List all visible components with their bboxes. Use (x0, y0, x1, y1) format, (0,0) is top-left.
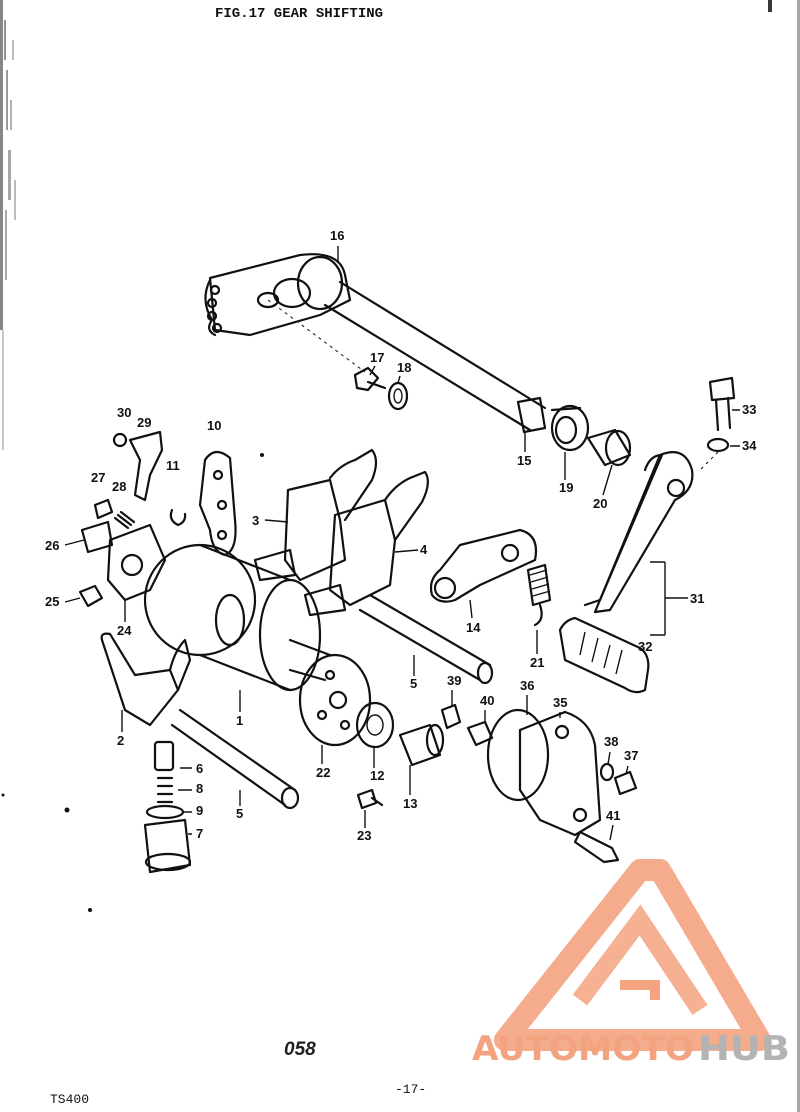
gasket-36 (486, 708, 550, 802)
handwritten-number: 058 (284, 1039, 316, 1060)
callout-6: 6 (196, 761, 203, 776)
cover-35 (518, 710, 602, 837)
callout-31: 31 (690, 591, 704, 606)
callout-21: 21 (530, 655, 544, 670)
callout-13: 13 (403, 796, 417, 811)
stopper-29 (128, 430, 164, 502)
callout-5-upper: 5 (410, 676, 417, 691)
watermark-text-hub: HUB (698, 1029, 790, 1069)
callout-25: 25 (45, 594, 59, 609)
callout-30: 30 (117, 405, 131, 420)
spring-28 (113, 510, 136, 530)
cam-plate-22 (298, 653, 372, 747)
gearshift-cam-1 (143, 543, 332, 692)
bolt-25 (78, 584, 104, 608)
gearshift-arm-stopper-14 (429, 528, 538, 603)
callout-24: 24 (117, 623, 132, 638)
callout-19: 19 (559, 480, 573, 495)
fork-shaft-5-lower (170, 708, 300, 810)
gearshift-shaft-16 (204, 253, 547, 434)
callout-29: 29 (137, 415, 151, 430)
cam-stopper-24 (106, 523, 167, 602)
model-label: TS400 (50, 1092, 89, 1107)
screw-23 (356, 788, 384, 810)
callout-26: 26 (45, 538, 59, 553)
callout-17: 17 (370, 350, 384, 365)
callout-14: 14 (466, 620, 481, 635)
watermark-text-automoto: AUTOMOTO (472, 1029, 694, 1069)
washer-12 (355, 701, 395, 749)
screw-37 (613, 770, 638, 796)
callout-10: 10 (207, 418, 221, 433)
callout-3: 3 (252, 513, 259, 528)
callout-22: 22 (316, 765, 330, 780)
washer-38 (599, 762, 615, 782)
callout-28: 28 (112, 479, 126, 494)
callout-41: 41 (606, 808, 620, 823)
oil-seal-19 (550, 404, 590, 452)
screw-30 (112, 432, 128, 448)
callout-27: 27 (91, 470, 105, 485)
callout-16: 16 (330, 228, 344, 243)
stopper-plate-10 (198, 450, 237, 557)
washer-18 (387, 381, 409, 411)
return-spring-21 (526, 563, 552, 627)
callout-labels: 16 17 18 15 19 20 33 34 31 32 30 29 10 1… (45, 228, 757, 843)
callout-2: 2 (117, 733, 124, 748)
gearshift-lever-31 (558, 451, 694, 694)
callout-40: 40 (480, 693, 494, 708)
callout-5-lower: 5 (236, 806, 243, 821)
o-ring-9 (145, 804, 185, 820)
callout-35: 35 (553, 695, 567, 710)
callout-20: 20 (593, 496, 607, 511)
callout-23: 23 (357, 828, 371, 843)
shift-fork-2 (100, 632, 192, 727)
shift-fork-4 (303, 470, 429, 617)
washer-40 (466, 720, 494, 747)
callout-9: 9 (196, 803, 203, 818)
callout-1: 1 (236, 713, 243, 728)
pin-6 (153, 740, 175, 772)
callout-38: 38 (604, 734, 618, 749)
pin-27 (93, 498, 114, 520)
callout-33: 33 (742, 402, 756, 417)
scan-specks (1, 453, 264, 912)
callout-4: 4 (420, 542, 428, 557)
callout-32: 32 (638, 639, 652, 654)
plug-7 (143, 818, 192, 874)
figure-title: FIG.17 GEAR SHIFTING (215, 6, 383, 22)
washer-34 (699, 437, 730, 471)
spring-8 (156, 776, 174, 804)
callout-37: 37 (624, 748, 638, 763)
callout-bracket-31-32 (650, 561, 688, 636)
callout-8: 8 (196, 781, 203, 796)
watermark: AUTOMOTO HUB (472, 859, 790, 1069)
callout-12: 12 (370, 768, 384, 783)
bearing-13 (398, 723, 445, 767)
callout-7: 7 (196, 826, 203, 841)
bolt-39 (440, 703, 462, 730)
callout-15: 15 (517, 453, 531, 468)
pin-26 (80, 520, 114, 554)
bolt-41 (573, 830, 620, 864)
callout-34: 34 (742, 438, 757, 453)
fork-shaft-5-upper (358, 593, 494, 685)
bushing-20 (586, 428, 632, 467)
callout-11: 11 (166, 458, 180, 473)
shift-fork-3 (253, 448, 378, 582)
circlip-11 (169, 508, 187, 527)
callout-36: 36 (520, 678, 534, 693)
bolt-17 (353, 366, 387, 392)
page-number: -17- (395, 1082, 426, 1097)
callout-39: 39 (447, 673, 461, 688)
callout-18: 18 (397, 360, 411, 375)
bolt-33 (708, 376, 736, 432)
leader-lines (64, 246, 740, 841)
